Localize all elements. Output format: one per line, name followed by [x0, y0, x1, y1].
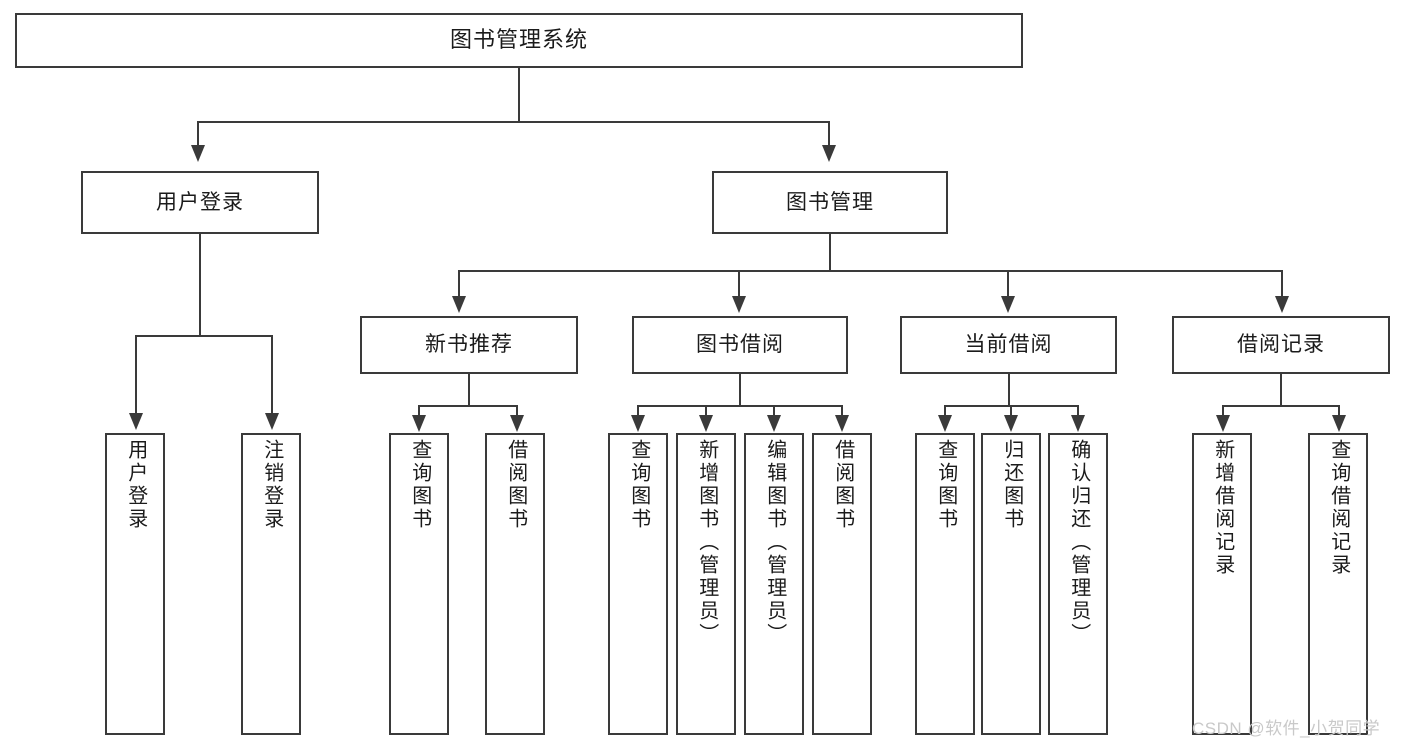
- connector-userlogin-to-leaf1: [135, 335, 137, 415]
- arrow-root-to-userlogin: [191, 145, 205, 162]
- connector-bookmgmt-to-n3: [1007, 270, 1009, 298]
- node-label: 用户登录: [156, 190, 244, 214]
- node-book-borrow[interactable]: 图书借阅: [632, 316, 848, 374]
- leaf-bookborrow-add-book[interactable]: 新增图书（管理员）: [676, 433, 736, 735]
- node-label: 图书借阅: [696, 333, 784, 357]
- node-label: 图书管理: [786, 190, 874, 214]
- connector-root-to-bookmgmt: [828, 121, 830, 145]
- leaf-borrowrecord-add-record[interactable]: 新增借阅记录: [1192, 433, 1252, 735]
- connector-currentborrow-stem: [1008, 374, 1010, 406]
- leaf-bookborrow-borrow-book[interactable]: 借阅图书: [812, 433, 872, 735]
- arrow-bookborrow-to-leaf1: [631, 415, 645, 432]
- arrow-root-to-bookmgmt: [822, 145, 836, 162]
- connector-root-bar: [197, 121, 829, 123]
- node-label: 当前借阅: [964, 333, 1053, 357]
- node-current-borrow[interactable]: 当前借阅: [900, 316, 1117, 374]
- connector-root-to-userlogin: [197, 121, 199, 145]
- node-user-login[interactable]: 用户登录: [81, 171, 319, 234]
- arrow-borrowrecord-to-leaf2: [1332, 415, 1346, 432]
- arrow-borrowrecord-to-leaf1: [1216, 415, 1230, 432]
- node-label: 编辑图书（管理员）: [763, 439, 786, 646]
- connector-bookborrow-stem: [739, 374, 741, 406]
- arrow-bookmgmt-to-n3: [1001, 296, 1015, 313]
- node-label: 注销登录: [260, 439, 283, 531]
- connector-bookmgmt-to-n2: [738, 270, 740, 298]
- connector-borrowrecord-to-leaf2: [1338, 405, 1340, 417]
- connector-userlogin-stem: [199, 234, 201, 336]
- leaf-currentborrow-confirm-return[interactable]: 确认归还（管理员）: [1048, 433, 1108, 735]
- arrow-newbook-to-leaf1: [412, 415, 426, 432]
- leaf-user-login-signout[interactable]: 注销登录: [241, 433, 301, 735]
- connector-bookborrow-to-leaf4: [841, 405, 843, 417]
- leaf-currentborrow-return-book[interactable]: 归还图书: [981, 433, 1041, 735]
- connector-bookmgmt-to-n4: [1281, 270, 1283, 298]
- node-label: 借阅图书: [831, 439, 854, 531]
- connector-bookborrow-bar: [637, 405, 842, 407]
- connector-currentborrow-to-leaf3: [1077, 405, 1079, 417]
- leaf-bookborrow-query-book[interactable]: 查询图书: [608, 433, 668, 735]
- node-label: 借阅记录: [1237, 333, 1325, 357]
- arrow-userlogin-to-leaf1: [129, 413, 143, 430]
- arrow-bookborrow-to-leaf3: [767, 415, 781, 432]
- connector-bookborrow-to-leaf2: [705, 405, 707, 417]
- arrow-bookmgmt-to-n2: [732, 296, 746, 313]
- leaf-bookborrow-edit-book[interactable]: 编辑图书（管理员）: [744, 433, 804, 735]
- arrow-bookborrow-to-leaf4: [835, 415, 849, 432]
- node-label: 新增图书（管理员）: [695, 439, 718, 646]
- connector-userlogin-bar: [135, 335, 273, 337]
- node-label: 借阅图书: [504, 439, 527, 531]
- connector-newbook-to-leaf2: [516, 405, 518, 417]
- arrow-currentborrow-to-leaf3: [1071, 415, 1085, 432]
- node-label: 查询借阅记录: [1327, 439, 1350, 577]
- connector-currentborrow-to-leaf2: [1010, 405, 1012, 417]
- node-borrow-record[interactable]: 借阅记录: [1172, 316, 1390, 374]
- connector-newbook-to-leaf1: [418, 405, 420, 417]
- node-label: 查询图书: [934, 439, 957, 531]
- arrow-currentborrow-to-leaf1: [938, 415, 952, 432]
- node-label: 查询图书: [408, 439, 431, 531]
- node-root-system[interactable]: 图书管理系统: [15, 13, 1023, 68]
- connector-borrowrecord-bar: [1222, 405, 1340, 407]
- arrow-bookborrow-to-leaf2: [699, 415, 713, 432]
- node-label: 新书推荐: [425, 333, 513, 357]
- arrow-currentborrow-to-leaf2: [1004, 415, 1018, 432]
- connector-bookmgmt-to-n1: [458, 270, 460, 298]
- arrow-bookmgmt-to-n1: [452, 296, 466, 313]
- node-book-management[interactable]: 图书管理: [712, 171, 948, 234]
- node-new-book-recommend[interactable]: 新书推荐: [360, 316, 578, 374]
- leaf-currentborrow-query-book[interactable]: 查询图书: [915, 433, 975, 735]
- connector-currentborrow-to-leaf1: [944, 405, 946, 417]
- leaf-newbook-query-book[interactable]: 查询图书: [389, 433, 449, 735]
- connector-newbook-stem: [468, 374, 470, 406]
- connector-bookmgmt-stem: [829, 234, 831, 271]
- connector-bookmgmt-bar: [458, 270, 1283, 272]
- node-label: 查询图书: [627, 439, 650, 531]
- node-label: 归还图书: [1000, 439, 1023, 531]
- connector-borrowrecord-stem: [1280, 374, 1282, 406]
- connector-newbook-bar: [418, 405, 518, 407]
- watermark-text: CSDN @软件_小贺同学: [1192, 719, 1381, 738]
- leaf-borrowrecord-query-record[interactable]: 查询借阅记录: [1308, 433, 1368, 735]
- leaf-user-login-signin[interactable]: 用户登录: [105, 433, 165, 735]
- connector-bookborrow-to-leaf1: [637, 405, 639, 417]
- node-label: 用户登录: [124, 439, 147, 531]
- node-label: 图书管理系统: [449, 27, 588, 53]
- connector-borrowrecord-to-leaf1: [1222, 405, 1224, 417]
- connector-userlogin-to-leaf2: [271, 335, 273, 415]
- node-label: 确认归还（管理员）: [1067, 439, 1090, 646]
- arrow-userlogin-to-leaf2: [265, 413, 279, 430]
- arrow-newbook-to-leaf2: [510, 415, 524, 432]
- node-label: 新增借阅记录: [1211, 439, 1234, 577]
- arrow-bookmgmt-to-n4: [1275, 296, 1289, 313]
- connector-bookborrow-to-leaf3: [773, 405, 775, 417]
- leaf-newbook-borrow-book[interactable]: 借阅图书: [485, 433, 545, 735]
- connector-root-stem: [518, 68, 520, 122]
